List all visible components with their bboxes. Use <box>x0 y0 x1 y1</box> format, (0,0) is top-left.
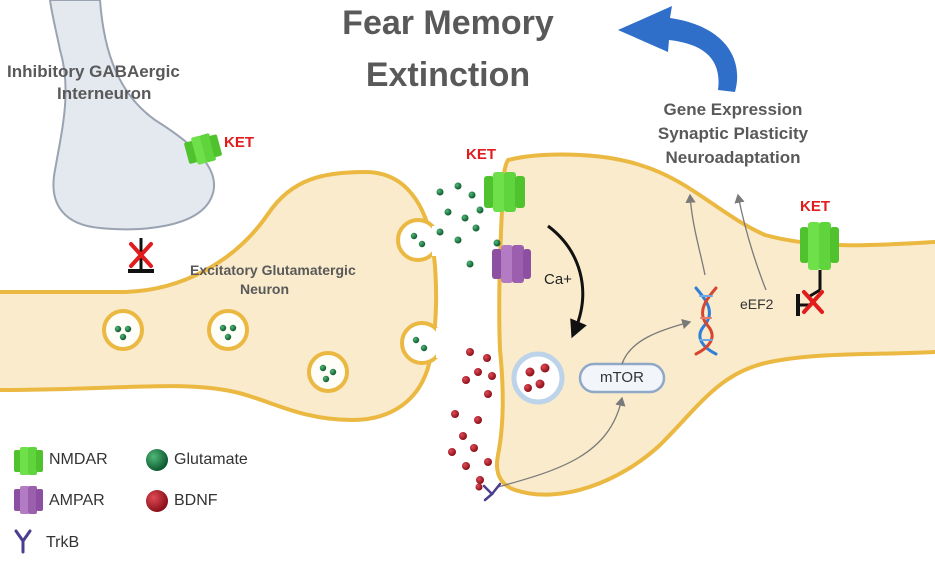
legend-glutamate-icon <box>146 449 168 471</box>
fusing-vesicle-contents <box>410 232 428 352</box>
eef2-to-outcome-arrow <box>734 193 767 291</box>
inhibition-x-icon <box>129 242 153 268</box>
ket-label-dendrite: KET <box>800 198 830 215</box>
legend-trkb-label: TrkB <box>46 534 80 551</box>
inhibitory-label-line2: Interneuron <box>57 84 152 103</box>
bdnf-cluster <box>448 348 496 484</box>
excitatory-label-line2: Neuron <box>240 281 289 297</box>
ampar-icon <box>492 245 531 283</box>
inhibitory-interneuron <box>48 0 215 231</box>
trkb-icon <box>482 482 502 502</box>
legend-ampar-label: AMPAR <box>49 492 105 509</box>
dna-icon <box>694 286 718 356</box>
synaptic-vesicle <box>102 309 144 351</box>
curved-arrow-icon <box>618 6 738 92</box>
glutamate-cluster <box>436 182 501 268</box>
legend-nmdar-label: NMDAR <box>49 451 108 468</box>
nmdar-icon <box>184 133 222 165</box>
diagram-title-line1: Fear Memory <box>342 4 554 42</box>
legend-nmdar-icon <box>14 447 43 475</box>
calcium-arrow <box>547 224 587 339</box>
legend-ampar-icon <box>14 486 43 514</box>
inhibitory-label-line1: Inhibitory GABAergic <box>7 62 180 81</box>
synaptic-vesicle <box>307 351 349 393</box>
mtor-label: mTOR <box>600 369 644 386</box>
synaptic-vesicle <box>207 309 249 351</box>
legend-glutamate-label: Glutamate <box>174 451 248 468</box>
dna-to-outcome-arrow <box>685 193 706 276</box>
mtor-to-dna-arrow <box>621 318 692 365</box>
trkb-to-mtor-arrow <box>497 396 626 488</box>
bdnf-vesicle <box>511 351 565 405</box>
legend-bdnf-label: BDNF <box>174 492 218 509</box>
outcome-line2: Synaptic Plasticity <box>657 124 809 143</box>
ket-label-interneuron: KET <box>224 134 254 151</box>
excitatory-label-line1: Excitatory Glutamatergic <box>190 262 356 278</box>
ket-label-synapse: KET <box>466 146 496 163</box>
postsynaptic-dendrite <box>495 152 935 497</box>
outcome-line3: Neuroadaptation <box>665 148 801 167</box>
diagram-title-line2: Extinction <box>365 56 531 94</box>
calcium-label: Ca+ <box>544 271 572 288</box>
outcome-line1: Gene Expression <box>663 100 803 119</box>
legend-trkb-icon <box>14 529 32 554</box>
eef2-label: eEF2 <box>740 296 774 312</box>
nmdar-icon <box>484 172 525 212</box>
inhibition-x-icon <box>802 290 824 314</box>
nmdar-icon <box>800 222 839 270</box>
legend-bdnf-icon <box>146 490 168 512</box>
